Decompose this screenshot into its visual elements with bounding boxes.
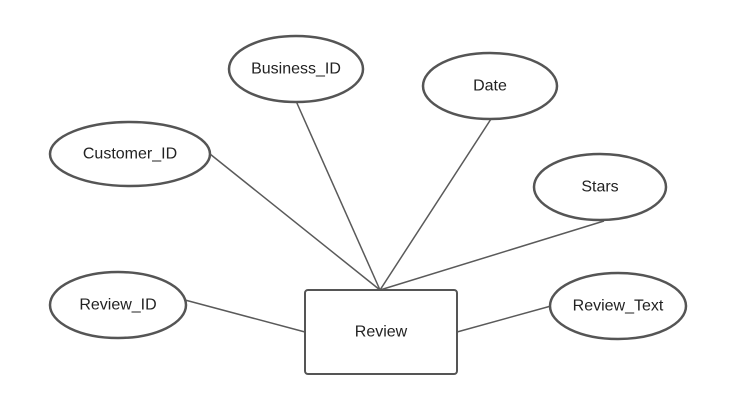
attribute-ellipse (48, 120, 212, 188)
attribute-ellipse (227, 34, 365, 104)
connector-review-text (456, 305, 552, 333)
attribute-label: Review_Text (573, 298, 664, 315)
connector-date (379, 118, 492, 291)
attribute-label: Stars (581, 179, 618, 196)
attribute-stars[interactable]: Stars (532, 152, 668, 222)
attribute-ellipse (421, 51, 559, 121)
attribute-date[interactable]: Date (421, 51, 559, 121)
attribute-business-id[interactable]: Business_ID (227, 34, 365, 104)
connector-stars (379, 220, 605, 291)
entity-review[interactable]: Review (304, 289, 458, 375)
attribute-ellipse (548, 271, 688, 341)
attribute-label: Business_ID (251, 61, 341, 78)
attribute-review-id[interactable]: Review_ID (48, 270, 188, 340)
attribute-ellipse (48, 270, 188, 340)
attribute-review-text[interactable]: Review_Text (548, 271, 688, 341)
attribute-customer-id[interactable]: Customer_ID (48, 120, 212, 188)
entity-label: Review (355, 324, 408, 341)
connector-review-id (184, 299, 306, 333)
connector-business-id (295, 100, 381, 291)
entity-box (304, 289, 458, 375)
connector-customer-id (209, 153, 381, 291)
attribute-ellipse (532, 152, 668, 222)
connectors (184, 100, 605, 333)
attribute-label: Customer_ID (83, 146, 177, 163)
attribute-label: Review_ID (79, 297, 156, 314)
attribute-label: Date (473, 78, 507, 95)
